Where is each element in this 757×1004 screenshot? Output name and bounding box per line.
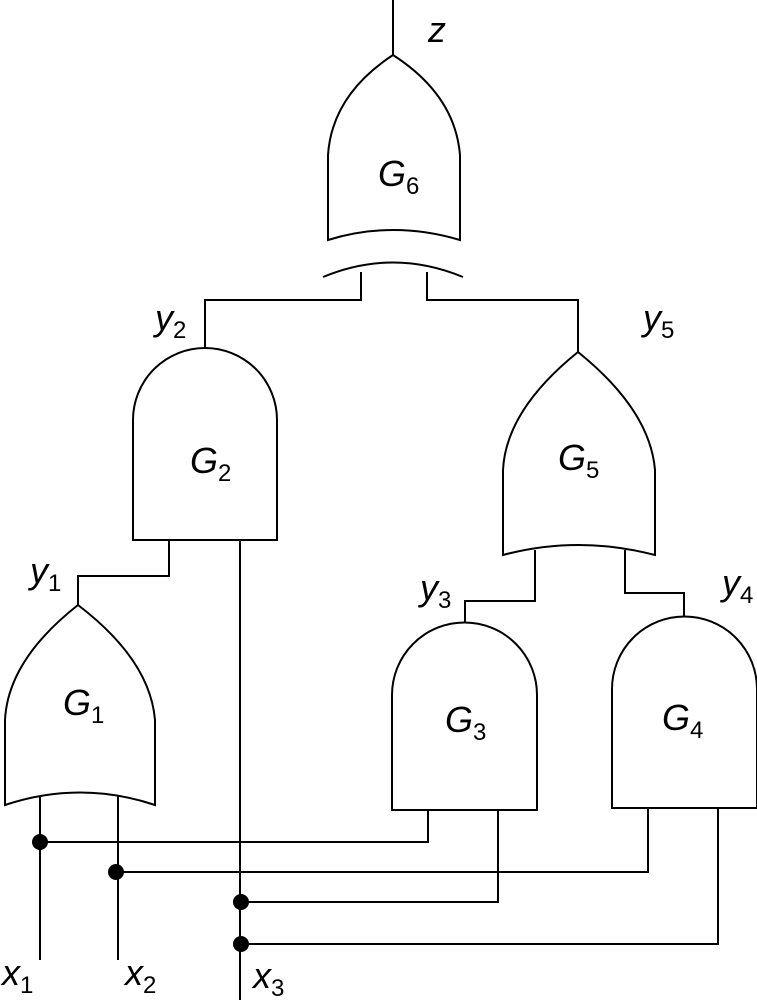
gate-g4-and xyxy=(611,615,757,809)
gate-label-g5: G5 xyxy=(558,437,599,484)
wire-y4 xyxy=(624,550,685,616)
wire-y2 xyxy=(204,272,362,348)
wire-x1-to-g3 xyxy=(40,810,429,843)
gate-g5-or xyxy=(502,350,656,557)
wire-x3-to-g3 xyxy=(240,810,499,903)
junction-dot-x3-lower xyxy=(233,936,249,952)
wire-y3 xyxy=(464,550,536,622)
signal-label-y1: y1 xyxy=(27,550,61,597)
junctions xyxy=(32,834,249,952)
gate-label-g4: G4 xyxy=(662,697,703,744)
signal-label-x2: x2 xyxy=(123,952,156,999)
signal-label-z: z xyxy=(427,9,446,50)
signal-label-y4: y4 xyxy=(719,562,753,609)
gate-g6-xor xyxy=(322,53,464,278)
signal-label-x3: x3 xyxy=(251,955,284,1002)
junction-dot-x1 xyxy=(32,834,48,850)
wire-x3-to-g4 xyxy=(240,808,719,945)
junction-dot-x3-upper xyxy=(233,894,249,910)
gate-label-g2: G2 xyxy=(190,440,231,487)
signal-label-y5: y5 xyxy=(640,297,674,344)
wires xyxy=(39,0,719,1000)
wire-y1 xyxy=(77,540,170,605)
wire-y5 xyxy=(426,272,579,352)
signal-label-x1: x1 xyxy=(0,952,33,999)
gate-g2-and xyxy=(132,347,278,541)
junction-dot-x2 xyxy=(108,864,124,880)
gate-label-g1: G1 xyxy=(63,682,104,729)
signal-label-y2: y2 xyxy=(152,297,186,344)
wire-x2-to-g4 xyxy=(118,808,649,873)
gate-label-g3: G3 xyxy=(445,699,486,746)
gate-label-g6: G6 xyxy=(378,153,419,200)
signal-label-y3: y3 xyxy=(417,567,451,614)
gate-g3-and xyxy=(391,621,538,811)
gate-g1-or xyxy=(4,603,156,807)
